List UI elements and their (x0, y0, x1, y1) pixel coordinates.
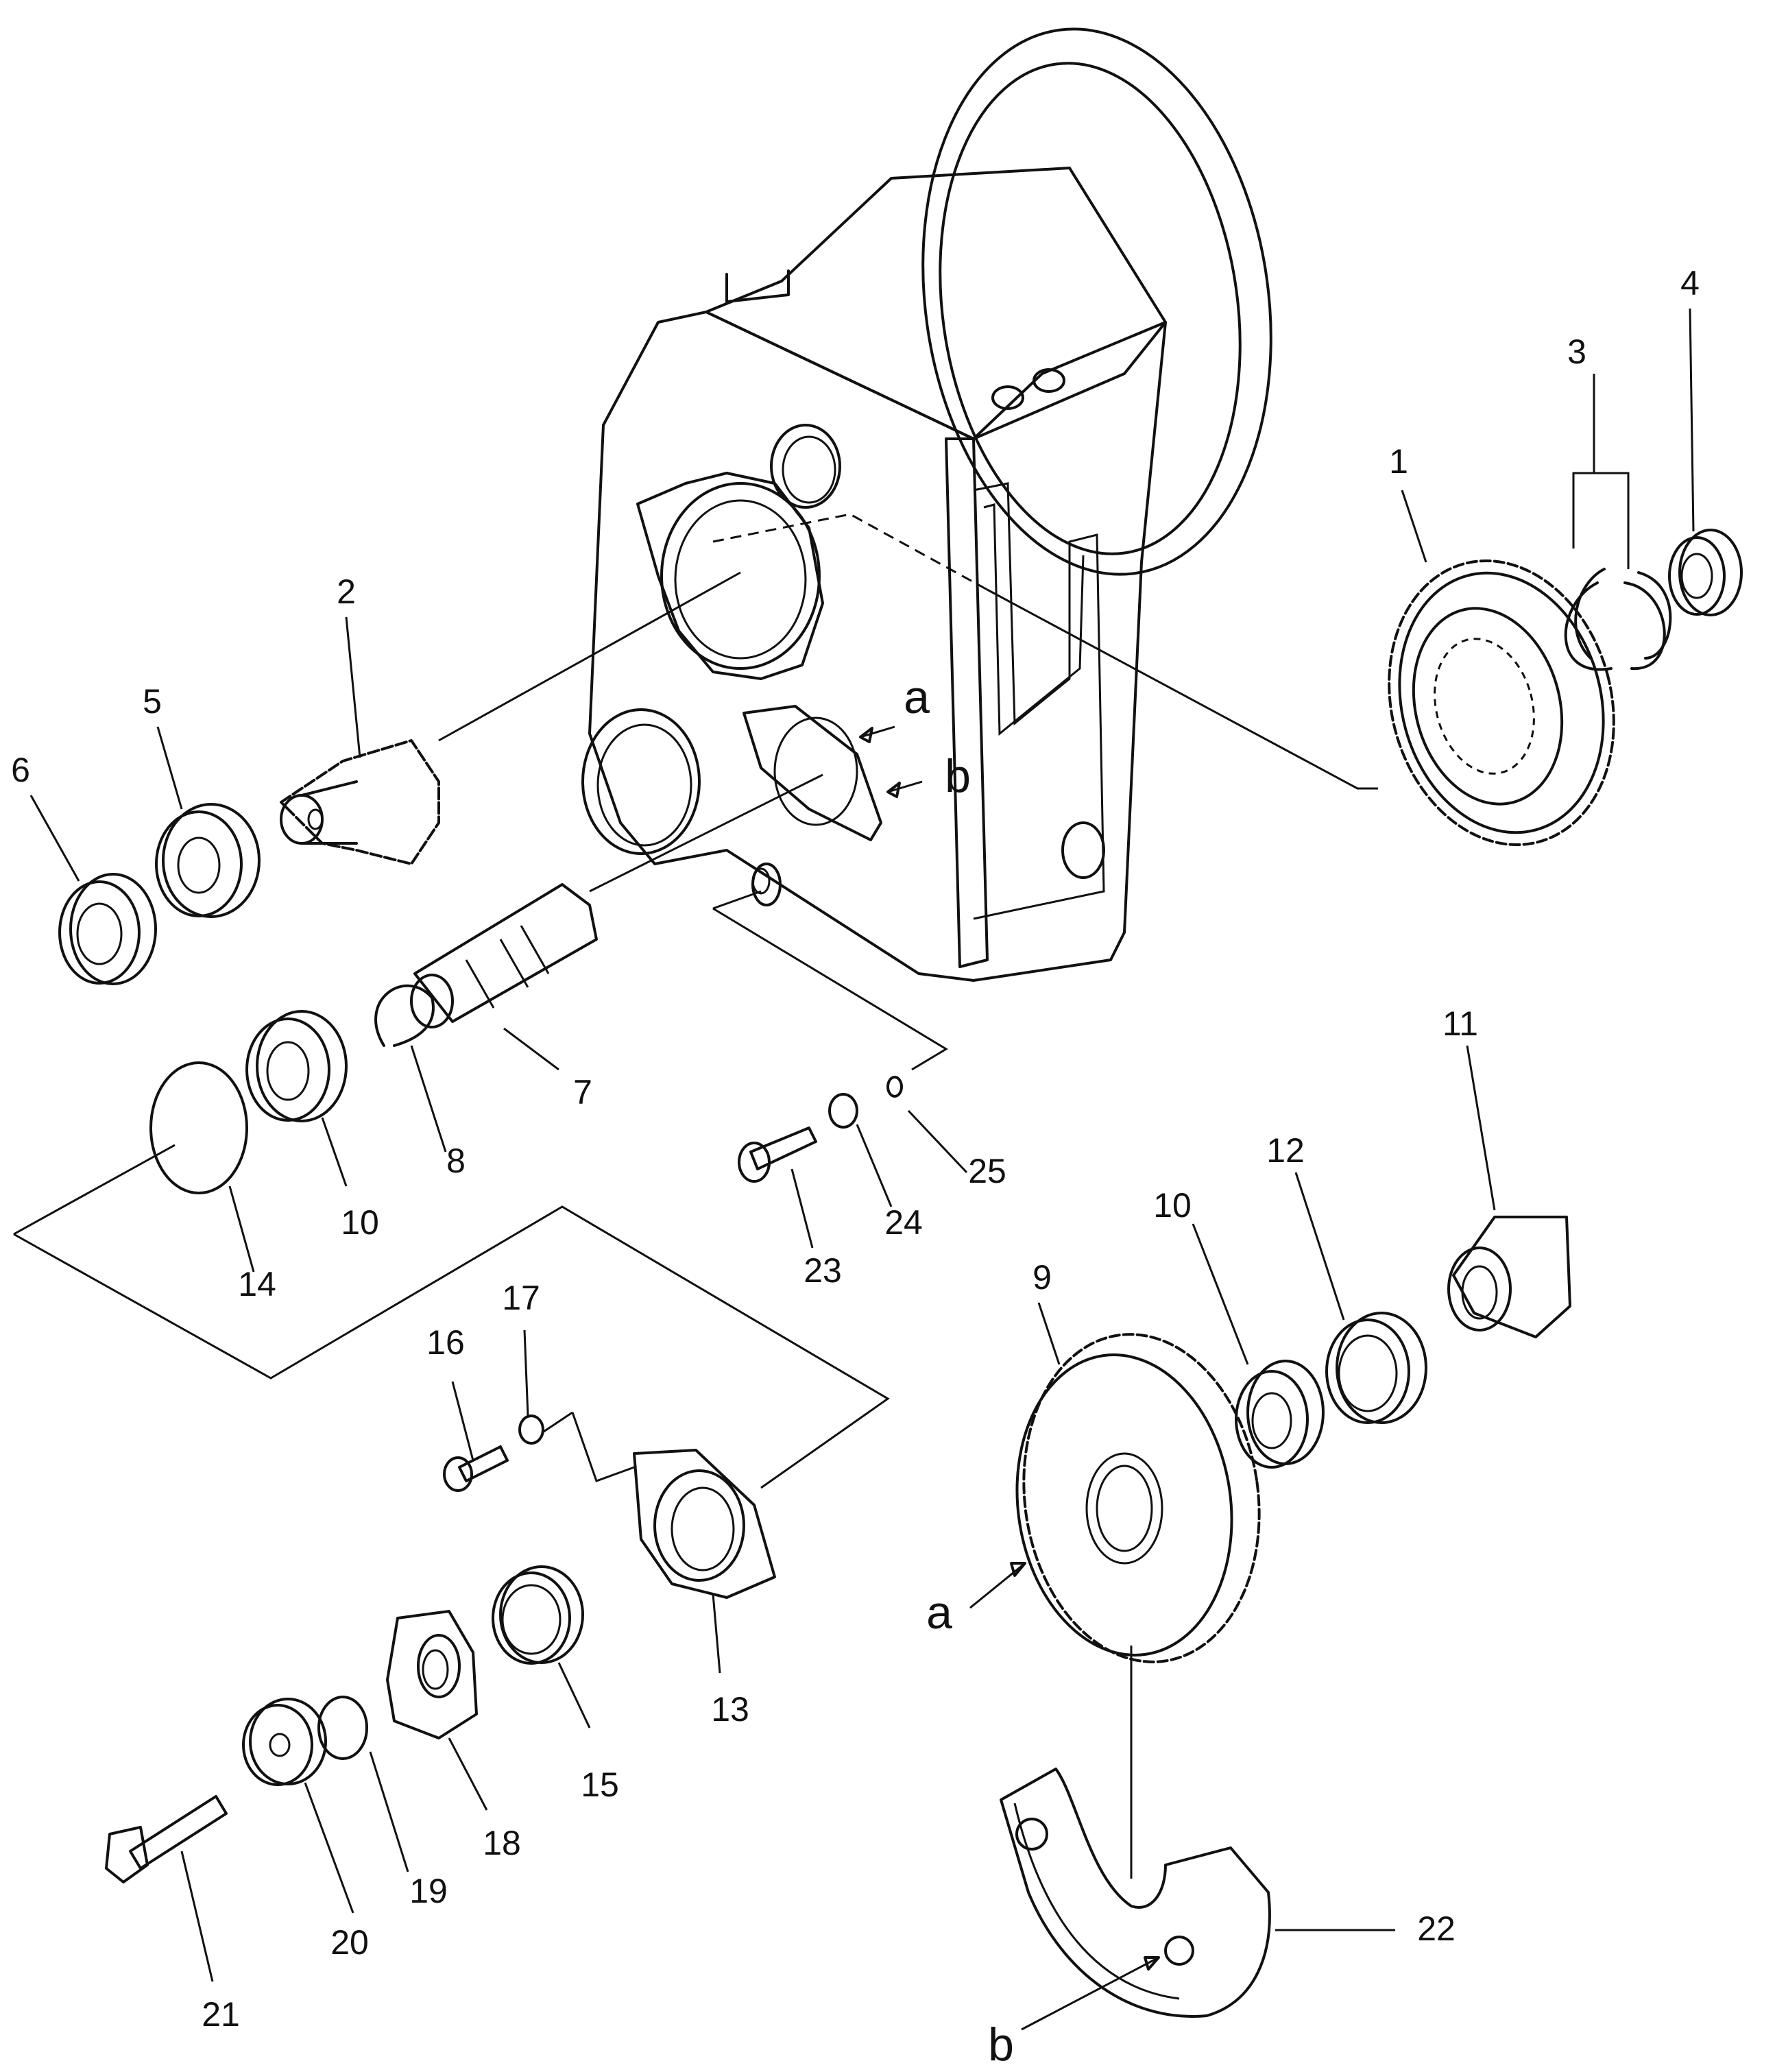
ring-12 (1325, 1312, 1427, 1424)
bearing-6 (58, 873, 157, 985)
part-number-labels: 1 2 3 4 5 6 7 8 9 10 10 11 12 13 14 15 1… (11, 264, 1700, 2034)
label-part-3: 3 (1567, 333, 1586, 371)
o-ring-14 (149, 1061, 248, 1194)
label-part-13: 13 (711, 1690, 749, 1728)
reference-arrows (859, 725, 1160, 2031)
washer-20 (242, 1698, 327, 1786)
pinion-gear-2 (280, 739, 440, 865)
snap-ring-8 (374, 984, 435, 1047)
label-part-1: 1 (1389, 442, 1408, 481)
label-part-5: 5 (143, 682, 162, 721)
bolt-21 (105, 1795, 228, 1883)
label-part-2: 2 (337, 573, 356, 611)
label-part-22: 22 (1417, 1910, 1456, 1948)
label-part-11: 11 (1442, 1004, 1478, 1043)
label-part-24: 24 (884, 1203, 923, 1242)
label-part-18: 18 (483, 1824, 521, 1862)
o-ring-25 (886, 1076, 903, 1098)
label-part-9: 9 (1033, 1258, 1052, 1297)
assembly-lines (13, 571, 1378, 1879)
washer-17 (518, 1414, 544, 1445)
bearing-4 (1668, 529, 1743, 616)
label-part-20: 20 (330, 1923, 369, 1962)
label-part-16: 16 (426, 1323, 465, 1362)
transmission-housing (581, 27, 1272, 982)
seal-15 (492, 1565, 584, 1665)
centerline-dashed (712, 513, 988, 591)
label-part-15: 15 (581, 1766, 619, 1804)
cover-22 (1000, 1768, 1271, 2018)
label-part-10-lower: 10 (1153, 1186, 1192, 1225)
label-part-6: 6 (11, 751, 30, 789)
label-part-21: 21 (202, 1995, 240, 2034)
label-part-25: 25 (968, 1152, 1006, 1190)
label-part-8: 8 (446, 1142, 466, 1180)
bearing-10-upper (245, 1010, 348, 1122)
flange-11 (1447, 1216, 1571, 1338)
label-part-14: 14 (238, 1265, 276, 1303)
washer-24 (828, 1093, 858, 1129)
coupling-flange-18 (386, 1610, 478, 1739)
ref-letter-b-top: b (945, 750, 971, 802)
label-part-23: 23 (804, 1251, 842, 1290)
bolt-23 (738, 1127, 817, 1183)
label-leaders (29, 308, 1695, 1982)
o-ring-19 (317, 1696, 368, 1760)
ref-letter-b-bottom: b (988, 2019, 1014, 2071)
label-part-12: 12 (1266, 1131, 1305, 1170)
bearing-10-lower (1235, 1360, 1325, 1469)
cover-13 (633, 1449, 776, 1599)
label-part-17: 17 (502, 1279, 540, 1317)
gear-9 (1015, 1333, 1261, 1663)
label-part-4: 4 (1680, 264, 1700, 302)
label-part-10-upper: 10 (341, 1203, 379, 1242)
gear-1 (1388, 559, 1615, 847)
ref-letter-a-top: a (904, 671, 930, 723)
bolt-16 (443, 1445, 509, 1492)
label-part-19: 19 (409, 1872, 448, 1910)
ref-letter-a-bottom: a (926, 1587, 952, 1639)
label-part-7: 7 (573, 1073, 592, 1111)
reference-letters: a b a b (904, 671, 1014, 2071)
shaft-7 (410, 883, 598, 1028)
snap-ring-3 (1564, 568, 1672, 671)
seal-5 (155, 803, 261, 918)
